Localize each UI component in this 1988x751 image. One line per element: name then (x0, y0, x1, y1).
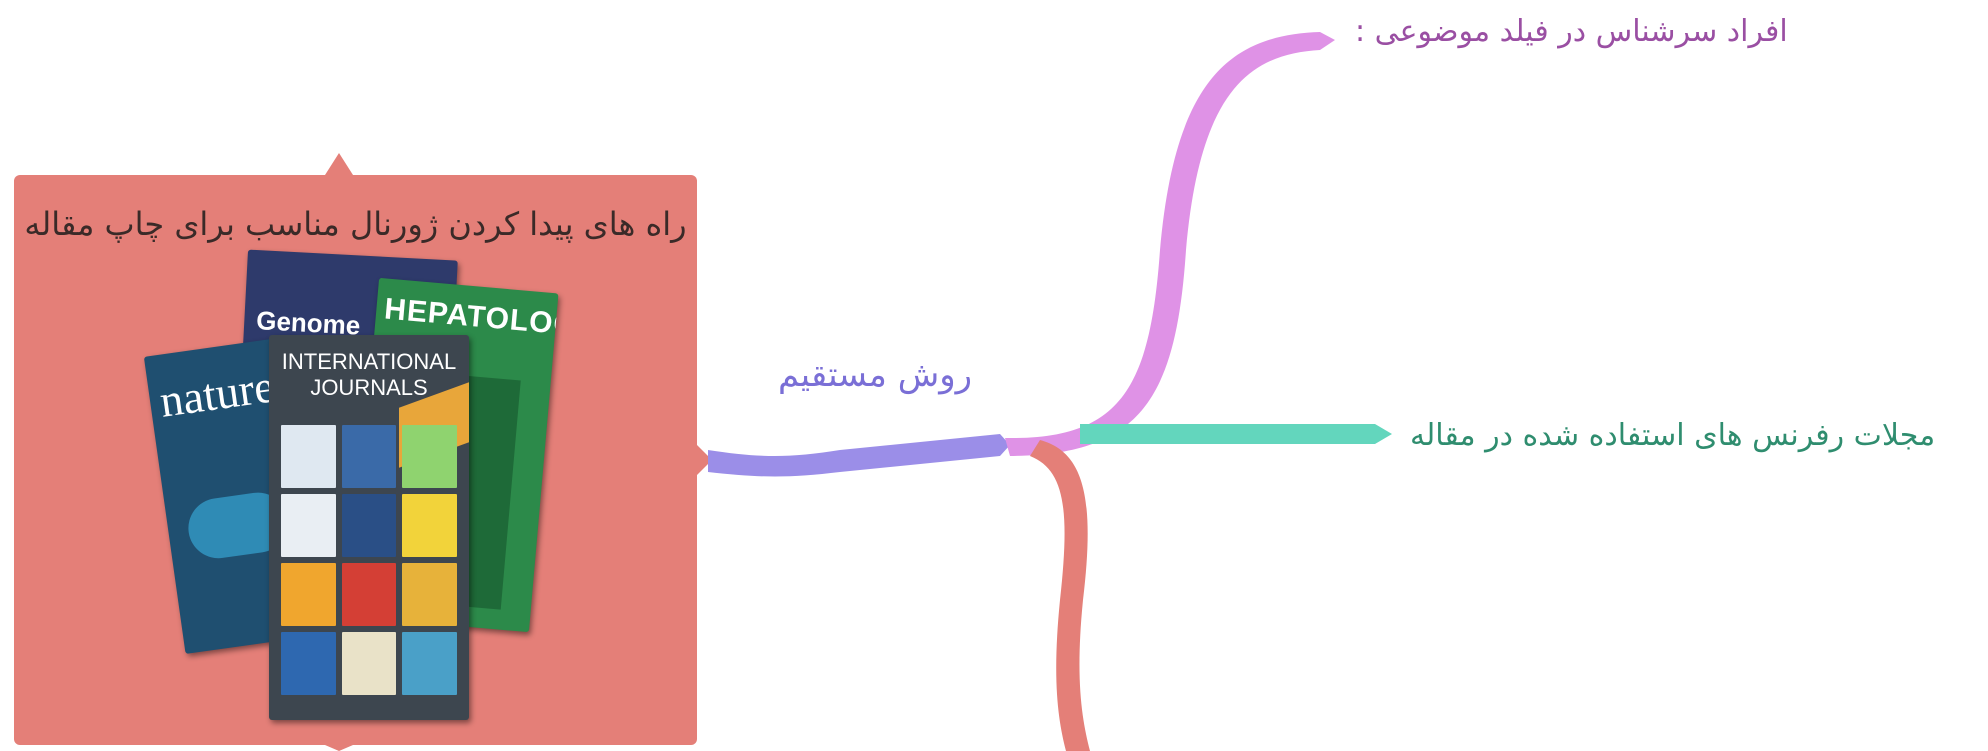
cover-ij-grid (281, 425, 457, 695)
root-bottom-handle[interactable] (325, 745, 353, 751)
connector-third-item (1030, 440, 1090, 751)
journal-covers-image: Genome HEPATOLOGY nature INTERNATIONAL J… (143, 249, 574, 735)
branch-direct-method-label[interactable]: روش مستقیم (778, 355, 973, 395)
connector-journals (1080, 424, 1392, 444)
cover-nature-title: nature (156, 360, 278, 427)
cover-ij-title: INTERNATIONAL JOURNALS (281, 349, 457, 400)
root-topic-title: راه های پیدا کردن ژورنال مناسب برای چاپ … (24, 205, 687, 243)
branch-connector-direct (708, 434, 1010, 477)
root-right-handle[interactable] (697, 445, 712, 475)
child-experts-label[interactable]: افراد سرشناس در فیلد موضوعی : (1355, 14, 1788, 49)
child-reference-journals-label[interactable]: مجلات رفرنس های استفاده شده در مقاله (1410, 418, 1936, 453)
cover-international-journals: INTERNATIONAL JOURNALS (269, 335, 469, 720)
connector-experts (1005, 32, 1335, 456)
root-topic-node[interactable]: راه های پیدا کردن ژورنال مناسب برای چاپ … (14, 175, 697, 745)
root-top-handle[interactable] (325, 153, 353, 175)
